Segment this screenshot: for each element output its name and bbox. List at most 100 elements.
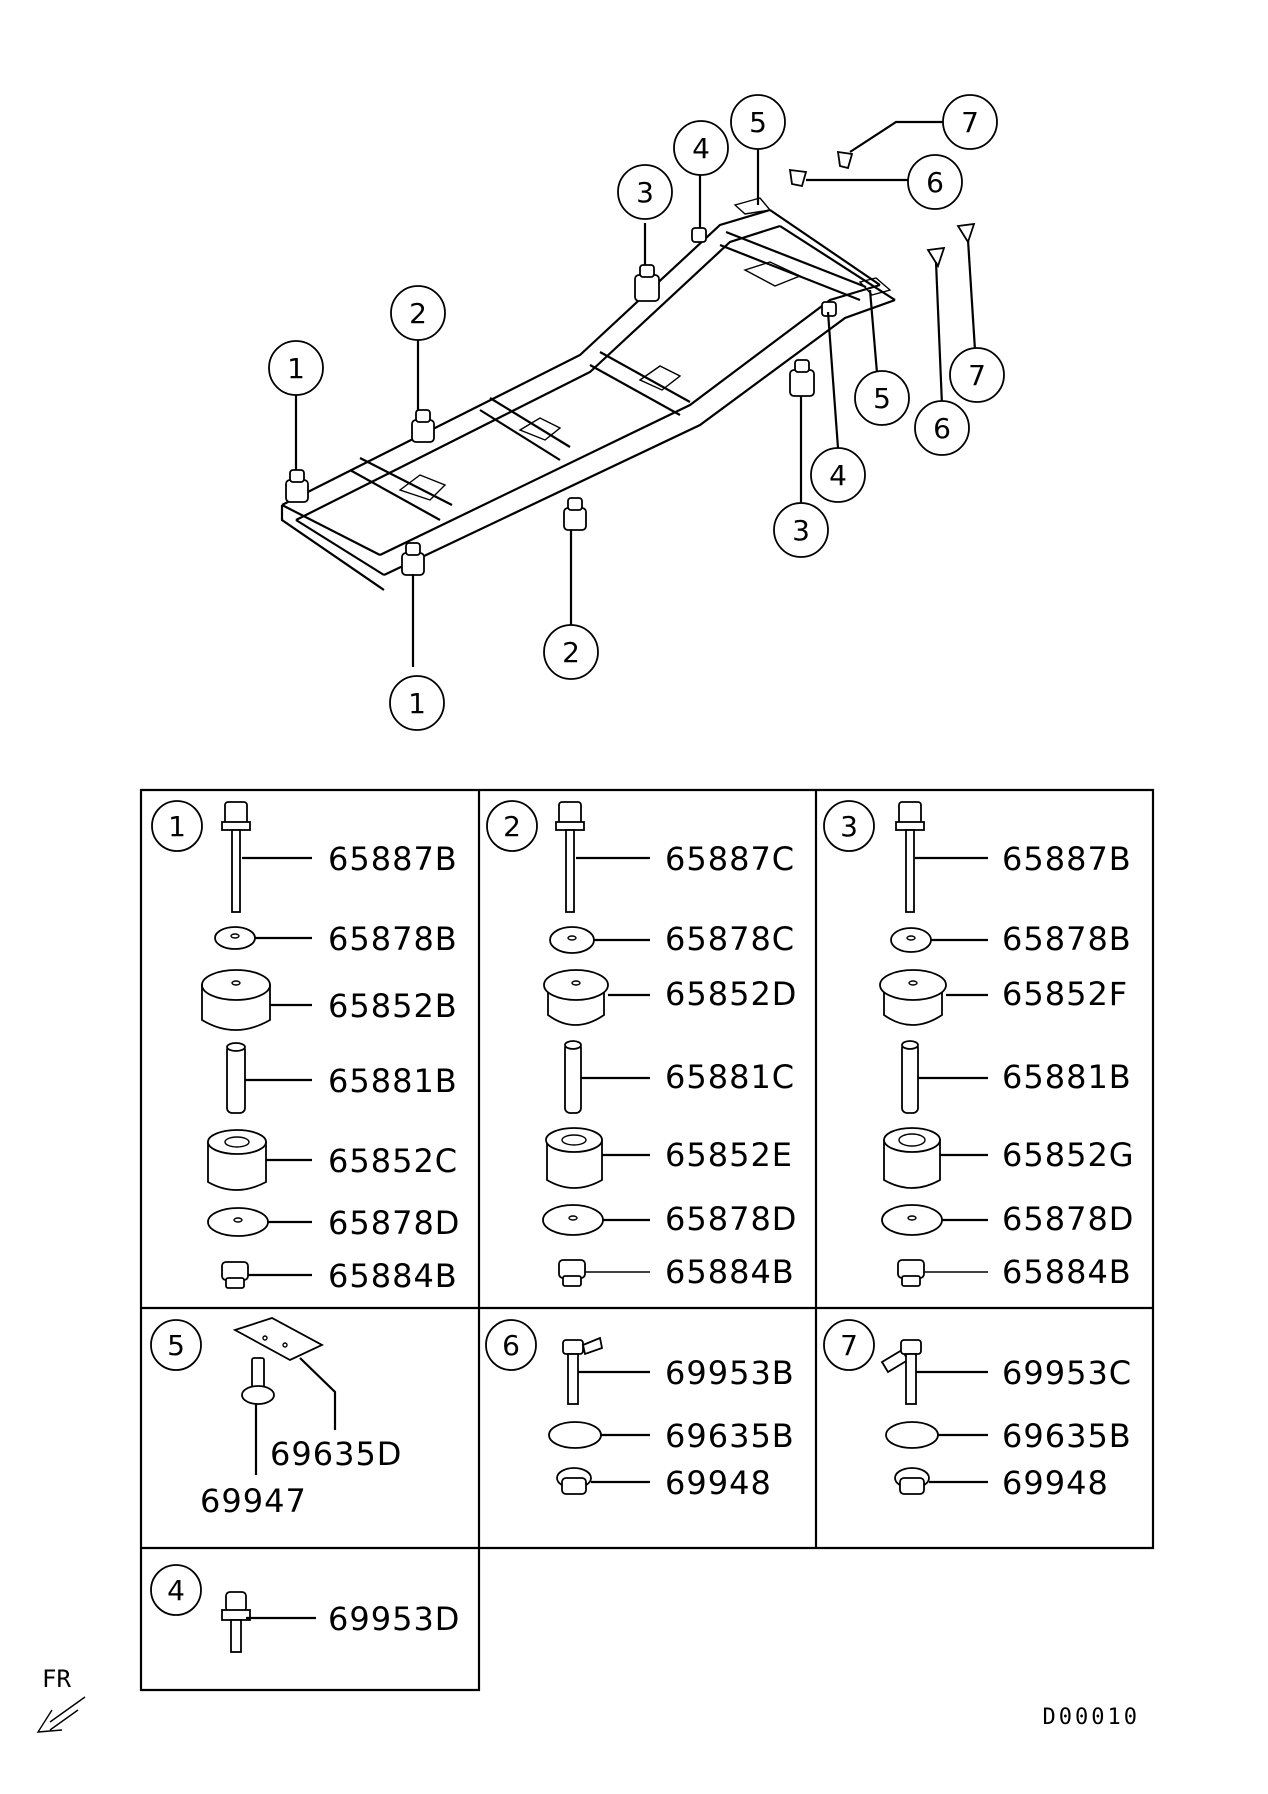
mount-6-front [926, 246, 946, 269]
mount-1-rear [285, 469, 309, 503]
lower-washer-icon [542, 1204, 604, 1236]
svg-text:2: 2 [503, 810, 521, 843]
callout-6-front: 6 [914, 400, 970, 456]
nut-icon [556, 1467, 592, 1495]
table-cell-2: 2 65887C 65878C 65852D 65881C [486, 800, 797, 1291]
svg-text:65884B: 65884B [665, 1253, 795, 1291]
svg-text:69953D: 69953D [328, 1600, 460, 1638]
svg-text:65881B: 65881B [1002, 1058, 1132, 1096]
svg-text:65887B: 65887B [1002, 840, 1132, 878]
svg-text:1: 1 [408, 687, 426, 720]
svg-text:65852B: 65852B [328, 987, 458, 1025]
table-cell-4: 4 69953D [150, 1564, 460, 1653]
svg-text:3: 3 [840, 810, 858, 843]
upper-cushion-icon [543, 969, 609, 1026]
mount-2-front [563, 497, 587, 531]
callout-3-rear: 3 [617, 164, 673, 220]
washer-icon [890, 927, 932, 953]
collar-icon [226, 1042, 246, 1114]
svg-text:65878B: 65878B [1002, 920, 1132, 958]
front-direction-indicator: FR [36, 1665, 86, 1733]
svg-text:69953B: 69953B [665, 1354, 795, 1392]
callout-6-rear: 6 [907, 154, 963, 210]
svg-text:6: 6 [926, 166, 944, 199]
callout-1-front: 1 [389, 675, 445, 731]
callout-5-rear: 5 [730, 94, 786, 150]
lower-cushion-icon [883, 1127, 941, 1189]
lower-washer-icon [207, 1207, 269, 1237]
table-cell-6: 6 69953B 69635B 69948 [485, 1319, 795, 1502]
upper-cushion-icon [201, 969, 271, 1031]
svg-text:65887C: 65887C [665, 840, 795, 878]
leader-lines [294, 120, 977, 667]
svg-text:69953C: 69953C [1002, 1354, 1132, 1392]
svg-text:65852D: 65852D [665, 975, 797, 1013]
lower-washer-icon [881, 1204, 943, 1236]
svg-text:69635D: 69635D [270, 1435, 402, 1473]
arrow-down-left-icon [36, 1696, 86, 1733]
washer-icon [549, 926, 595, 954]
table-cell-3: 3 65887B 65878B 65852F 65881B [823, 800, 1135, 1291]
svg-text:2: 2 [409, 297, 427, 330]
svg-text:65884B: 65884B [1002, 1253, 1132, 1291]
svg-text:4: 4 [829, 459, 847, 492]
bolt-with-clip-icon [562, 1336, 604, 1405]
mount-2-rear [411, 409, 435, 443]
nut-icon [558, 1259, 586, 1287]
nut-icon [897, 1259, 925, 1287]
callout-7-front: 7 [949, 347, 1005, 403]
svg-text:1: 1 [168, 810, 186, 843]
lower-cushion-icon [207, 1129, 267, 1191]
svg-text:65852F: 65852F [1002, 975, 1128, 1013]
svg-text:7: 7 [840, 1329, 858, 1362]
bolt-icon [555, 801, 585, 913]
bolt-icon [895, 801, 925, 913]
svg-text:65878D: 65878D [665, 1200, 797, 1238]
mount-1-front [401, 542, 425, 576]
svg-text:3: 3 [636, 176, 654, 209]
mount-3-front [789, 359, 815, 397]
mount-3-rear [634, 264, 660, 302]
svg-text:6: 6 [933, 412, 951, 445]
svg-text:69635B: 69635B [665, 1417, 795, 1455]
svg-text:7: 7 [968, 359, 986, 392]
svg-text:69947: 69947 [200, 1482, 307, 1520]
nut-icon [221, 1261, 249, 1289]
table-cell-7: 7 69953C 69635B 69948 [823, 1319, 1132, 1502]
svg-text:65881B: 65881B [328, 1062, 458, 1100]
bolt-icon [221, 1591, 251, 1653]
collar-icon [901, 1040, 919, 1114]
svg-text:65884B: 65884B [328, 1257, 458, 1295]
svg-text:1: 1 [287, 352, 305, 385]
parts-table [139, 788, 1155, 1692]
bracket-plate-icon [232, 1317, 324, 1362]
callout-4-front: 4 [810, 447, 866, 503]
callout-4-rear: 4 [673, 120, 729, 176]
svg-text:5: 5 [167, 1329, 185, 1362]
nut-icon [894, 1467, 930, 1495]
callout-1-rear: 1 [268, 340, 324, 396]
stud-bolt-icon [241, 1357, 275, 1405]
callout-5-front: 5 [854, 370, 910, 426]
svg-text:65887B: 65887B [328, 840, 458, 878]
collar-icon [564, 1040, 582, 1114]
table-cell-1: 1 65887B 65878B 65852B 65881B [151, 800, 460, 1295]
svg-text:FR: FR [42, 1665, 71, 1693]
svg-text:69948: 69948 [1002, 1464, 1109, 1502]
svg-text:65881C: 65881C [665, 1058, 795, 1096]
svg-text:3: 3 [792, 514, 810, 547]
mount-7-rear [836, 150, 854, 170]
svg-text:6: 6 [502, 1329, 520, 1362]
bolt-with-clip-icon [880, 1339, 922, 1405]
svg-text:69635B: 69635B [1002, 1417, 1132, 1455]
svg-text:65878D: 65878D [1002, 1200, 1134, 1238]
table-cell-5: 5 69635D 69947 [150, 1317, 402, 1520]
svg-text:4: 4 [692, 132, 710, 165]
frame-mounts [285, 150, 976, 576]
svg-text:65852G: 65852G [1002, 1136, 1135, 1174]
svg-text:65878D: 65878D [328, 1204, 460, 1242]
callout-2-front: 2 [543, 624, 599, 680]
washer-icon [885, 1421, 939, 1449]
svg-text:65852C: 65852C [328, 1142, 458, 1180]
mount-7-front [956, 222, 976, 245]
